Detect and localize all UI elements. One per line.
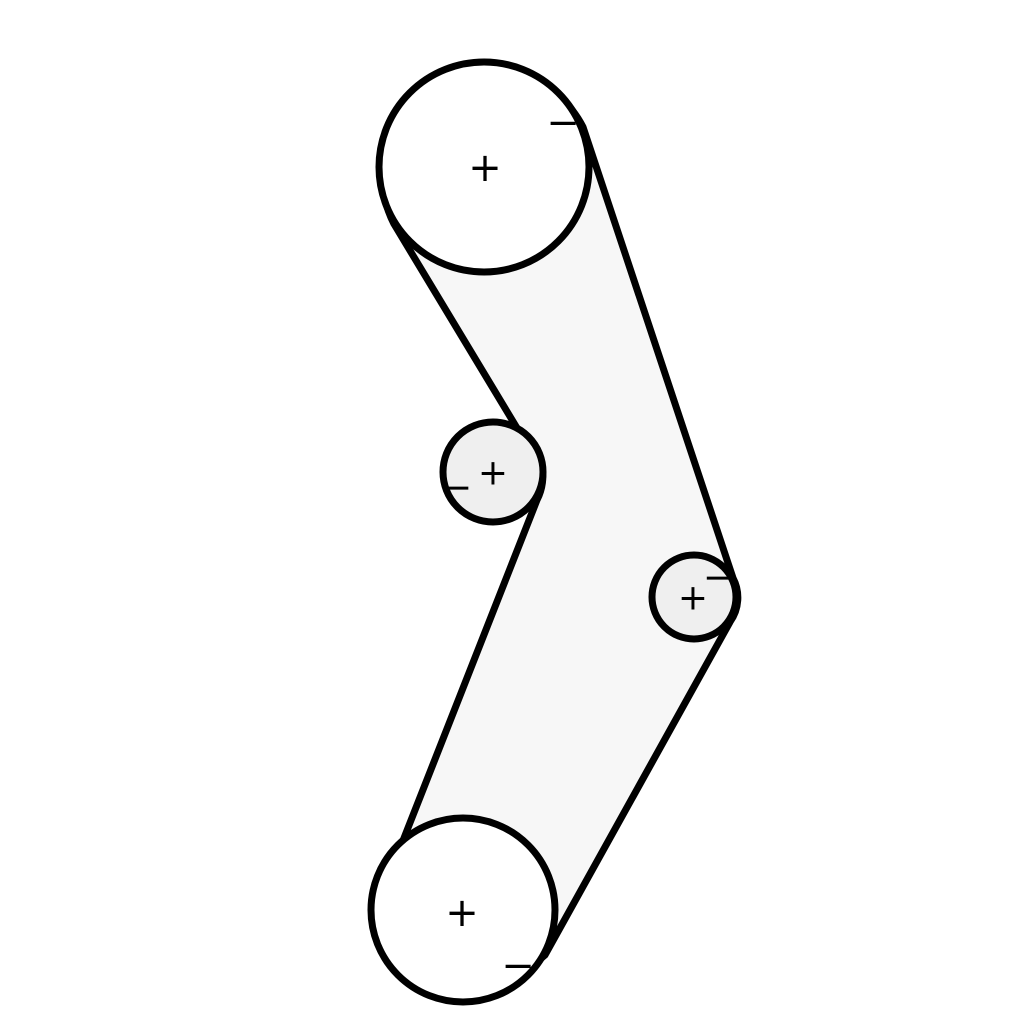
right-idler-plus-mark: + [678, 578, 708, 619]
right-idler-pulley: + − [648, 551, 740, 643]
top-pulley-plus-mark: + [468, 145, 502, 191]
left-idler-minus-mark: − [442, 468, 472, 509]
top-pulley-wheel [375, 58, 593, 276]
right-idler-minus-mark: − [703, 558, 733, 599]
bottom-pulley-plus-mark: + [445, 890, 479, 936]
left-idler-plus-mark: + [478, 453, 508, 494]
left-idler-pulley: + − [439, 418, 547, 526]
bottom-pulley: + − [367, 814, 559, 1006]
top-pulley-minus-mark: − [546, 100, 580, 146]
top-pulley: + − [375, 58, 593, 276]
left-idler-wheel [439, 418, 547, 526]
bottom-pulley-wheel [367, 814, 559, 1006]
right-idler-wheel [648, 551, 740, 643]
bottom-pulley-minus-mark: − [501, 943, 535, 989]
